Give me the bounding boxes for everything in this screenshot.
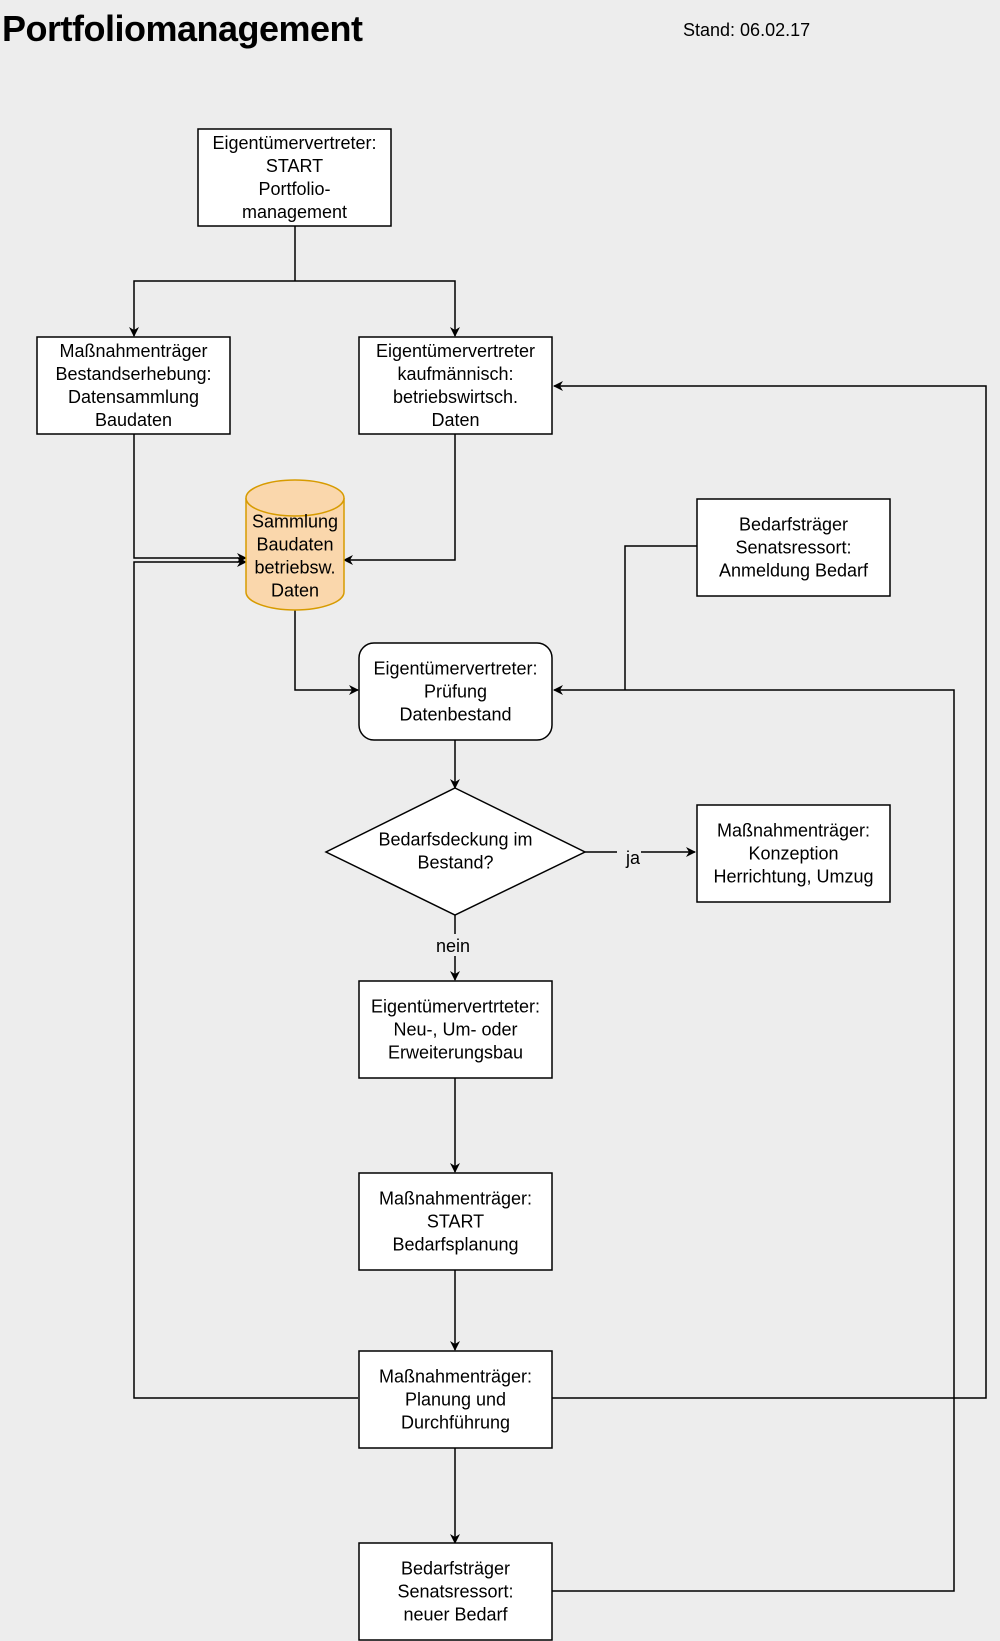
node-label-line: Anmeldung Bedarf (719, 561, 869, 581)
node-label-line: Senatsressort: (397, 1582, 513, 1602)
node-label-line: Sammlung (252, 512, 338, 532)
node-label-line: Bestand? (417, 853, 493, 873)
node-label-line: Daten (431, 410, 479, 430)
node-bedarfsdeckung-decision: Bedarfsdeckung im Bestand? (324, 787, 587, 916)
node-label-line: Baudaten (256, 535, 333, 555)
node-start-portfolio: Eigentümervertreter: START Portfolio-manag… (197, 128, 392, 227)
node-label-line: Prüfung (424, 682, 487, 702)
node-start-bedarfsplanung-label: Maßnahmenträger: START Bedarfsplanung (379, 1189, 532, 1255)
edge-label-nein: nein (436, 936, 470, 956)
node-label-line: management (242, 202, 347, 222)
stand-date: Stand: 06.02.17 (683, 20, 811, 40)
node-label-line: Erweiterungsbau (388, 1043, 523, 1063)
node-label-line: Bedarfsdeckung im (378, 830, 532, 850)
node-bedarfsdeckung-label: Bedarfsdeckung im Bestand? (378, 830, 532, 873)
node-label-line: Bedarfsplanung (392, 1235, 518, 1255)
node-label-line: Datenbestand (399, 705, 511, 725)
node-label-line: Neu-, Um- oder (393, 1020, 517, 1040)
node-label-line: betriebsw. (254, 558, 335, 578)
node-label-line: Eigentümervertreter (376, 341, 535, 361)
node-label-line: Baudaten (95, 410, 172, 430)
node-label-line: Maßnahmenträger (59, 341, 207, 361)
node-label-line: Maßnahmenträger: (379, 1367, 532, 1387)
edge-sammlung-to-pruefung (294, 610, 359, 695)
node-kaufmaennisch: Eigentümervertreter kaufmännisch: betriebs… (358, 336, 553, 435)
node-label-line: Durchführung (401, 1413, 510, 1433)
node-label-line: Portfolio- (258, 179, 330, 199)
edge-split-to-kaufmaennisch (295, 280, 460, 337)
node-label-line: Senatsressort: (735, 538, 851, 558)
edge-planung-to-sammlung (133, 557, 358, 1399)
node-label-line: Eigentümervertreter: (373, 659, 537, 679)
node-kaufmaennisch-label: Eigentümervertreter kaufmännisch: betriebs… (376, 341, 535, 430)
node-label-line: Datensammlung (68, 387, 199, 407)
node-start-portfolio-label: Eigentümervertreter: START Portfolio-manag… (212, 133, 376, 222)
page-title: Portfoliomanagement (2, 8, 363, 49)
connectors (129, 226, 987, 1592)
edge-split-to-bestandserhebung (129, 280, 295, 337)
node-label-line: neuer Bedarf (403, 1605, 508, 1625)
edge-bestandserhebung-to-sammlung (133, 434, 247, 563)
node-label-line: Eigentümervertrteter: (371, 997, 540, 1017)
node-label-line: Planung und (405, 1390, 506, 1410)
node-label-line: START (266, 156, 323, 176)
node-label-line: Konzeption (748, 844, 838, 864)
edge-planung-to-kaufmaennisch (552, 381, 987, 1399)
edge-anmeldung-to-pruefung (624, 545, 697, 690)
node-start-bedarfsplanung: Maßnahmenträger: START Bedarfsplanung (358, 1172, 553, 1271)
node-label-line: Maßnahmenträger: (717, 821, 870, 841)
node-label-line: Bedarfsträger (739, 515, 848, 535)
node-label-line: Eigentümervertreter: (212, 133, 376, 153)
node-label-line: betriebswirtsch. (393, 387, 518, 407)
edge-neuer-bedarf-to-pruefung (552, 685, 955, 1592)
node-label-line: Bedarfsträger (401, 1559, 510, 1579)
edge-kaufmaennisch-to-sammlung (343, 434, 456, 565)
node-label-line: Bestandserhebung: (55, 364, 211, 384)
node-label-line: kaufmännisch: (397, 364, 513, 384)
node-label-line: Maßnahmenträger: (379, 1189, 532, 1209)
node-label-line: Daten (271, 581, 319, 601)
edge-label-ja: ja (625, 848, 641, 868)
node-label-line: Herrichtung, Umzug (713, 867, 873, 887)
node-label-line: START (427, 1212, 484, 1232)
